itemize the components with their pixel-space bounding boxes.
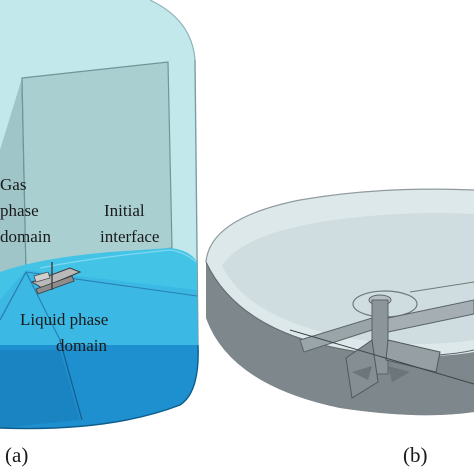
liquid-divider-left (0, 271, 27, 321)
panel-label-a: (a) (5, 443, 28, 467)
baffle-left (299, 317, 373, 353)
liquid-label-line2: domain (56, 336, 107, 355)
liquid-label-line1: Liquid phase (20, 310, 108, 329)
impeller-blade-1 (352, 366, 372, 380)
tank-b-rim-lower (205, 261, 474, 357)
liquid-divider-front (59, 339, 83, 421)
impeller-icon (30, 262, 82, 295)
left-plane (0, 78, 26, 300)
baffle-front-right (385, 339, 441, 373)
gas-label-line1: Gas (0, 175, 26, 194)
cylinder-top-rim (149, 0, 196, 61)
interface-plane (21, 61, 173, 271)
cylinder-right-edge (194, 59, 199, 346)
liquid-divider-center (25, 271, 61, 341)
cylinder-bottom-rim (0, 344, 199, 430)
tank-b-side-shade (206, 262, 474, 416)
rim-detail-line (409, 281, 474, 293)
surface-highlight (39, 249, 197, 269)
panel-b-tank: (b) (205, 188, 474, 467)
gas-label-line3: domain (0, 227, 51, 246)
panel-a-tank: Gas phase domain Initial interface Liqui… (0, 0, 199, 467)
liquid-side-shade (0, 350, 80, 428)
impeller-blade-2 (388, 366, 410, 382)
gas-label-line2: phase (0, 201, 39, 220)
baffle-right (387, 299, 474, 333)
tank-b-rim (205, 188, 474, 263)
interface-label-line1: Initial (104, 201, 145, 220)
pipe-line (289, 329, 474, 385)
interface-label-line2: interface (100, 227, 159, 246)
panel-label-b: (b) (403, 443, 428, 467)
